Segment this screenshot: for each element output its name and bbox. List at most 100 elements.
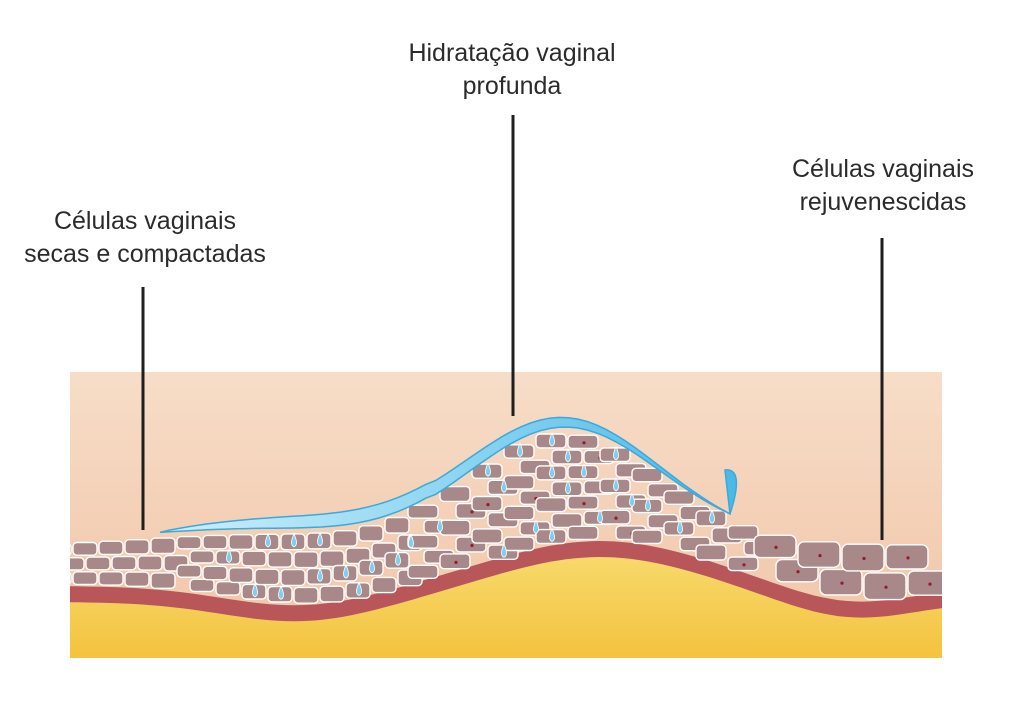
epithelial-cell <box>407 564 439 579</box>
label-deep-hydration-line2: profunda <box>462 72 562 100</box>
epithelial-cell <box>189 550 215 564</box>
water-droplet <box>278 585 284 600</box>
water-droplet <box>369 558 375 574</box>
epithelial-cell <box>150 572 176 590</box>
epithelial-cell <box>319 585 345 603</box>
epithelial-cell <box>111 555 137 571</box>
epithelial-cell <box>137 555 163 571</box>
water-droplet <box>629 492 635 507</box>
water-droplet <box>317 531 323 547</box>
water-droplet <box>565 479 571 495</box>
water-droplet <box>408 533 414 549</box>
cell-nucleus <box>614 516 618 520</box>
epithelial-cell <box>280 568 306 587</box>
cell-nucleus <box>774 545 778 550</box>
epithelial-cell <box>72 541 98 556</box>
label-deep-hydration-line1: Hidratação vaginal <box>408 39 616 67</box>
cell-nucleus <box>582 502 586 506</box>
epithelial-cell <box>202 534 228 550</box>
water-droplet <box>485 462 491 477</box>
epithelial-cell <box>293 586 319 604</box>
label-rejuvenated-cells-line1: Células vaginais <box>791 155 975 183</box>
water-droplet <box>581 463 587 478</box>
epithelial-cell <box>254 568 280 586</box>
label-dry-cells-line1: Células vaginais <box>53 207 237 235</box>
subcutaneous-fat-layer <box>70 557 942 658</box>
cell-nucleus <box>454 560 458 565</box>
cell-nucleus <box>862 556 866 561</box>
water-droplet <box>265 533 271 548</box>
label-dry-cells-line2: secas e compactadas <box>24 240 266 268</box>
epithelial-cell <box>189 578 215 593</box>
water-droplet <box>533 519 539 534</box>
water-droplet <box>291 532 297 548</box>
hydration-film <box>159 416 738 534</box>
epithelial-cell <box>471 528 503 544</box>
epithelial-cell <box>503 505 535 521</box>
epithelial-cell <box>70 557 85 571</box>
epithelial-cell <box>535 497 567 513</box>
epithelial-cell <box>72 571 98 586</box>
epithelial-cell <box>358 525 384 542</box>
water-droplet <box>226 548 232 563</box>
epithelial-cell <box>407 534 439 549</box>
cell-nucleus <box>470 510 474 514</box>
epithelial-cell <box>202 565 228 581</box>
water-droplet <box>501 478 507 493</box>
epithelial-cell <box>176 564 202 578</box>
water-droplet <box>709 509 715 524</box>
epithelial-cell <box>503 474 535 490</box>
epithelial-cell <box>907 570 942 596</box>
epithelial-cell <box>98 540 124 556</box>
epithelial-cell <box>727 525 759 541</box>
epithelial-cell <box>371 576 397 594</box>
water-droplet <box>549 432 555 447</box>
label-deep-hydration: Hidratação vaginal profunda <box>372 37 652 103</box>
water-droplets <box>226 432 715 600</box>
epithelial-cell <box>631 529 663 545</box>
cell-nucleus <box>796 570 800 574</box>
epithelial-cell <box>176 535 202 550</box>
epithelial-cell <box>267 551 293 568</box>
water-droplet <box>343 564 349 579</box>
water-droplet <box>437 517 443 533</box>
epithelial-cell <box>124 571 150 587</box>
water-droplet <box>613 476 619 492</box>
epithelial-cell <box>663 490 695 505</box>
cell-nucleus <box>582 441 586 445</box>
epithelial-cell <box>228 567 254 584</box>
water-droplet <box>565 447 571 463</box>
water-droplet <box>501 543 507 558</box>
epithelial-cell <box>293 551 319 569</box>
epithelial-cell <box>228 534 254 551</box>
cell-nucleus <box>928 582 932 586</box>
epithelial-cell <box>241 550 267 567</box>
water-droplet <box>317 567 323 582</box>
water-droplet <box>356 581 362 596</box>
water-droplet <box>549 527 555 542</box>
cell-nucleus <box>840 581 844 585</box>
epithelial-cell <box>150 537 176 555</box>
epithelial-cell <box>407 504 439 519</box>
cell-nucleus <box>742 563 746 567</box>
water-droplet <box>597 508 603 524</box>
cell-nucleus <box>884 585 888 589</box>
water-droplet <box>395 551 401 566</box>
water-droplet <box>645 496 651 512</box>
epithelial-cell <box>567 525 599 541</box>
water-droplet <box>677 519 683 534</box>
epithelial-cell <box>384 516 410 534</box>
epithelial-cell <box>70 572 72 584</box>
epithelial-cell <box>85 556 111 571</box>
label-dry-cells: Células vaginais secas e compactadas <box>5 205 285 271</box>
epithelial-cell <box>319 550 345 568</box>
label-rejuvenated-cells: Células vaginais rejuvenescidas <box>758 153 1008 219</box>
epithelial-cell <box>439 485 471 503</box>
water-droplet <box>517 442 523 457</box>
label-rejuvenated-cells-line2: rejuvenescidas <box>799 188 967 216</box>
water-droplet <box>613 445 619 461</box>
epithelial-cell <box>695 544 727 561</box>
epithelial-cell <box>70 543 72 556</box>
cell-nucleus <box>818 554 822 558</box>
